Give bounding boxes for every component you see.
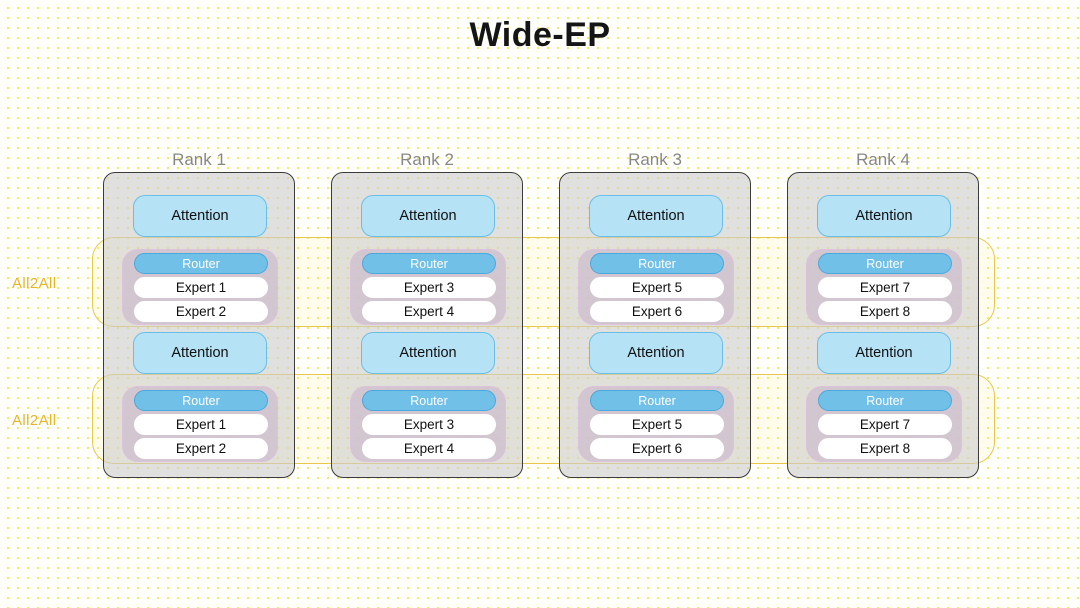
attention-block-r3-l1[interactable]: Attention xyxy=(589,195,723,237)
expert-block-expert-2-l2[interactable]: Expert 2 xyxy=(134,438,268,459)
expert-block-expert-6-l2[interactable]: Expert 6 xyxy=(590,438,724,459)
rank-container-1[interactable]: Attention Router Expert 1 Expert 2 Atten… xyxy=(103,172,295,478)
moe-block-r3-l1[interactable]: Router Expert 5 Expert 6 xyxy=(578,249,734,325)
moe-block-r1-l2[interactable]: Router Expert 1 Expert 2 xyxy=(122,386,278,462)
attention-block-r1-l1[interactable]: Attention xyxy=(133,195,267,237)
expert-block-expert-1-l2[interactable]: Expert 1 xyxy=(134,414,268,435)
expert-block-expert-5-l1[interactable]: Expert 5 xyxy=(590,277,724,298)
expert-block-expert-4-l2[interactable]: Expert 4 xyxy=(362,438,496,459)
rank-container-3[interactable]: Attention Router Expert 5 Expert 6 Atten… xyxy=(559,172,751,478)
all2all-label-layer-1: All2All xyxy=(12,275,57,292)
router-block-r3-l1[interactable]: Router xyxy=(590,253,724,274)
expert-block-expert-1-l1[interactable]: Expert 1 xyxy=(134,277,268,298)
expert-block-expert-7-l1[interactable]: Expert 7 xyxy=(818,277,952,298)
router-block-r1-l2[interactable]: Router xyxy=(134,390,268,411)
moe-block-r2-l1[interactable]: Router Expert 3 Expert 4 xyxy=(350,249,506,325)
moe-block-r1-l1[interactable]: Router Expert 1 Expert 2 xyxy=(122,249,278,325)
rank-label-2: Rank 2 xyxy=(400,150,454,169)
all2all-label-layer-2: All2All xyxy=(12,412,57,429)
router-block-r3-l2[interactable]: Router xyxy=(590,390,724,411)
attention-block-r4-l1[interactable]: Attention xyxy=(817,195,951,237)
attention-block-r3-l2[interactable]: Attention xyxy=(589,332,723,374)
attention-block-r2-l2[interactable]: Attention xyxy=(361,332,495,374)
router-block-r1-l1[interactable]: Router xyxy=(134,253,268,274)
attention-block-r1-l2[interactable]: Attention xyxy=(133,332,267,374)
page-title: Wide-EP xyxy=(469,16,611,54)
expert-block-expert-3-l1[interactable]: Expert 3 xyxy=(362,277,496,298)
router-block-r2-l2[interactable]: Router xyxy=(362,390,496,411)
router-block-r4-l1[interactable]: Router xyxy=(818,253,952,274)
rank-label-3: Rank 3 xyxy=(628,150,682,169)
moe-block-r2-l2[interactable]: Router Expert 3 Expert 4 xyxy=(350,386,506,462)
expert-block-expert-4-l1[interactable]: Expert 4 xyxy=(362,301,496,322)
expert-block-expert-5-l2[interactable]: Expert 5 xyxy=(590,414,724,435)
expert-block-expert-3-l2[interactable]: Expert 3 xyxy=(362,414,496,435)
rank-label-1: Rank 1 xyxy=(172,150,226,169)
expert-block-expert-2-l1[interactable]: Expert 2 xyxy=(134,301,268,322)
attention-block-r4-l2[interactable]: Attention xyxy=(817,332,951,374)
rank-label-4: Rank 4 xyxy=(856,150,910,169)
moe-block-r3-l2[interactable]: Router Expert 5 Expert 6 xyxy=(578,386,734,462)
moe-block-r4-l2[interactable]: Router Expert 7 Expert 8 xyxy=(806,386,962,462)
rank-container-4[interactable]: Attention Router Expert 7 Expert 8 Atten… xyxy=(787,172,979,478)
attention-block-r2-l1[interactable]: Attention xyxy=(361,195,495,237)
expert-block-expert-7-l2[interactable]: Expert 7 xyxy=(818,414,952,435)
router-block-r4-l2[interactable]: Router xyxy=(818,390,952,411)
expert-block-expert-8-l1[interactable]: Expert 8 xyxy=(818,301,952,322)
router-block-r2-l1[interactable]: Router xyxy=(362,253,496,274)
moe-block-r4-l1[interactable]: Router Expert 7 Expert 8 xyxy=(806,249,962,325)
expert-block-expert-8-l2[interactable]: Expert 8 xyxy=(818,438,952,459)
expert-block-expert-6-l1[interactable]: Expert 6 xyxy=(590,301,724,322)
rank-container-2[interactable]: Attention Router Expert 3 Expert 4 Atten… xyxy=(331,172,523,478)
